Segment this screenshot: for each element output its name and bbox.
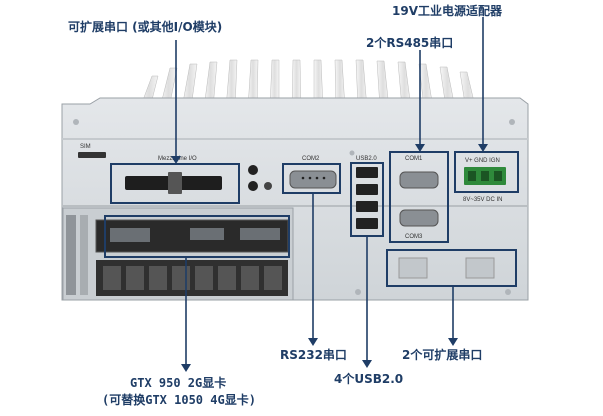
arrowhead-icon	[181, 364, 191, 372]
power-terminal: V+ GND IGN 8V~35V DC IN	[454, 151, 519, 203]
callout-gpu-line1: GTX 950 2G显卡	[130, 376, 227, 390]
rs485-ports: COM1 COM3	[389, 151, 449, 243]
callout-two-serial: 2个可扩展串口	[402, 348, 483, 362]
sim-slot: SIM	[78, 144, 106, 158]
heatsink-fins	[139, 59, 477, 111]
arrowhead-icon	[478, 144, 488, 152]
highlight-box-mezzanine	[110, 163, 240, 204]
dc-in-label: 8V~35V DC IN	[463, 197, 503, 203]
usb-header-label: USB2.0	[356, 156, 377, 162]
com2-label: COM2	[302, 156, 320, 162]
com3-label: COM3	[405, 234, 423, 240]
power-pins-label: V+ GND IGN	[465, 158, 500, 164]
callout-power-adapter: 19V工业电源适配器	[392, 4, 502, 18]
screw-icon	[355, 289, 361, 295]
screw-icon	[349, 150, 355, 156]
highlight-box-power	[454, 151, 519, 193]
com2-port: COM2	[282, 156, 341, 194]
audio-jacks	[248, 165, 272, 191]
screw-icon	[505, 289, 511, 295]
sim-label: SIM	[80, 144, 91, 150]
audio-jack-icon	[248, 165, 258, 175]
highlight-box-gpu	[104, 215, 290, 258]
callout-expand-serial: 可扩展串口 (或其他I/O模块)	[68, 20, 223, 34]
highlight-box-com2	[282, 163, 341, 194]
usb-ports: USB2.0	[350, 156, 384, 237]
callout-rs485: 2个RS485串口	[366, 36, 454, 50]
callout-rs232: RS232串口	[280, 348, 347, 362]
screw-icon	[509, 119, 515, 125]
audio-jack-icon	[264, 182, 272, 190]
highlight-box-expansion	[386, 249, 517, 287]
arrowhead-icon	[308, 338, 318, 346]
arrowhead-icon	[171, 156, 181, 164]
expansion-blanks	[386, 249, 517, 287]
leader-arrows	[171, 17, 488, 372]
com1-label: COM1	[405, 156, 423, 162]
highlight-box-rs485	[389, 151, 449, 243]
audio-jack-icon	[248, 181, 258, 191]
screw-icon	[73, 119, 79, 125]
gpu-bay	[62, 207, 294, 301]
arrowhead-icon	[415, 144, 425, 152]
callout-usb: 4个USB2.0	[334, 372, 404, 386]
callout-gpu-line2: (可替换GTX 1050 4G显卡)	[102, 393, 256, 407]
arrowhead-icon	[448, 338, 458, 346]
arrowhead-icon	[362, 360, 372, 368]
